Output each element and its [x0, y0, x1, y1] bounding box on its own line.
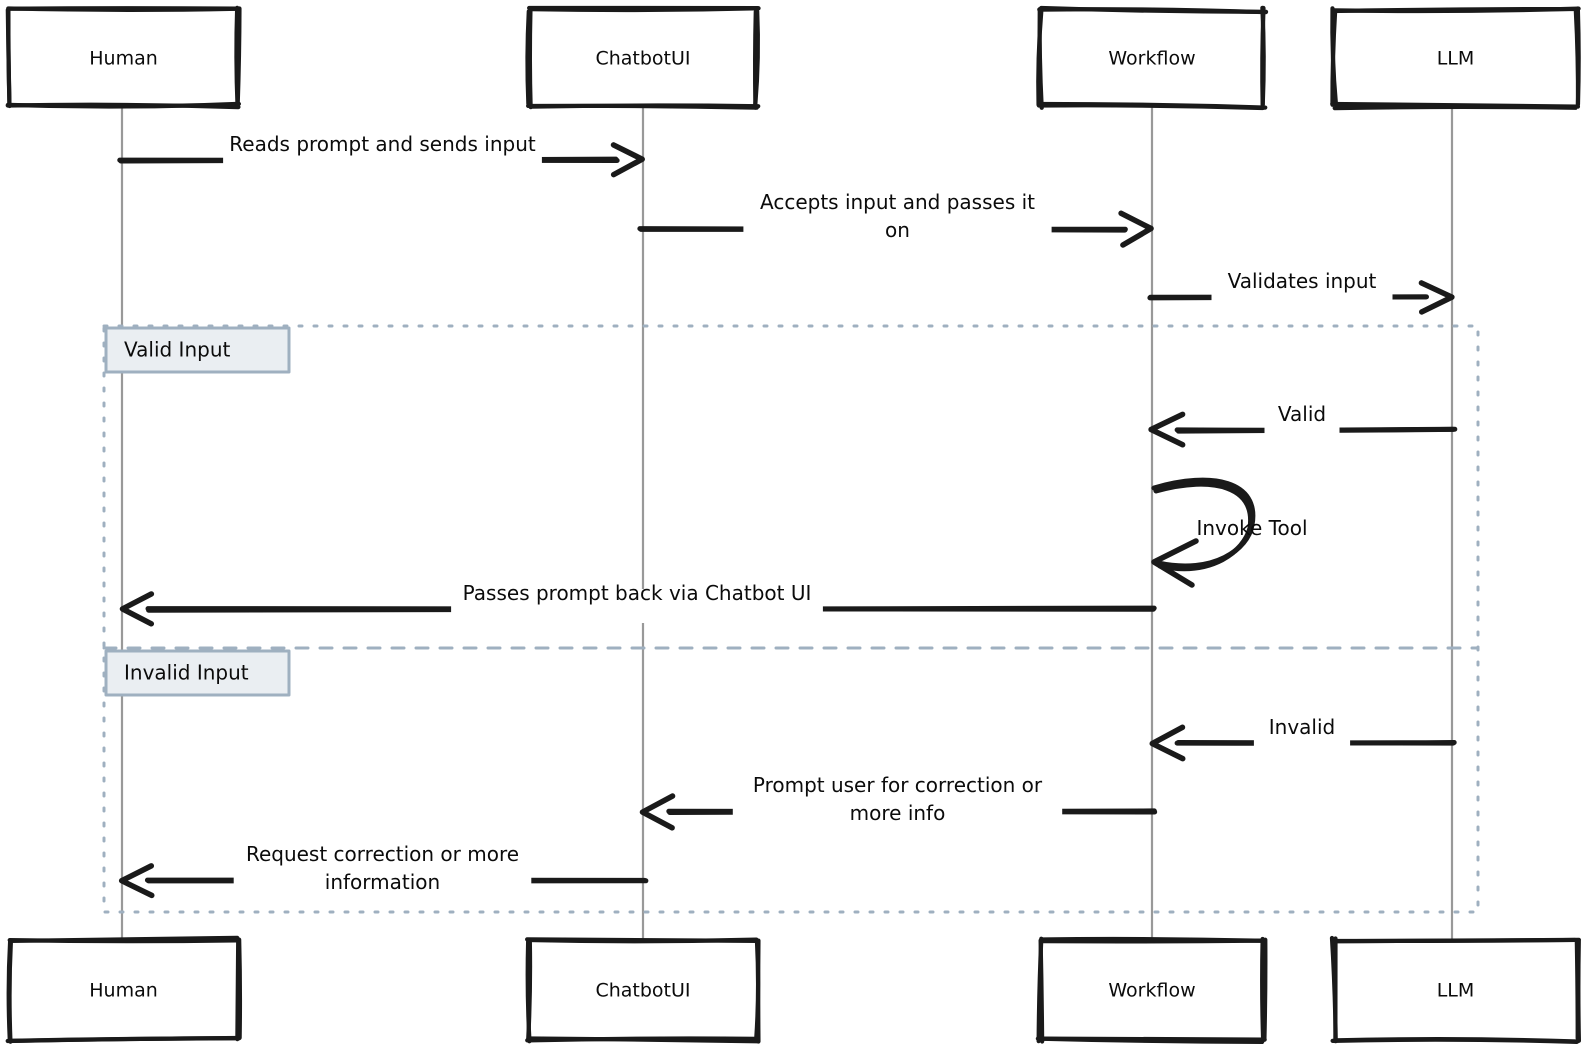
message-label: Reads prompt and sends input: [229, 132, 536, 156]
actor-label-workflow-bottom: Workflow: [1108, 980, 1195, 1002]
message-label-backdrop: [223, 140, 542, 174]
message-label: Invalid: [1269, 715, 1335, 739]
actor-label-chatbotui-top: ChatbotUI: [595, 48, 690, 70]
alt-branch-tag-invalid: Invalid Input: [104, 649, 291, 697]
actor-boxes-group: HumanHumanChatbotUIChatbotUIWorkflowWork…: [5, 5, 1581, 1045]
actor-label-llm-bottom: LLM: [1437, 980, 1475, 1002]
actor-label-chatbotui-bottom: ChatbotUI: [595, 980, 690, 1002]
actor-box-chatbotui-top[interactable]: ChatbotUI: [525, 5, 761, 110]
self-loop-line-pass2: [1153, 481, 1254, 572]
message-label-backdrop: [1253, 723, 1351, 757]
message-m6: Passes prompt back via Chatbot UI: [119, 581, 1157, 627]
message-m3: Validates input: [1147, 269, 1455, 315]
arrow-head: [1151, 538, 1199, 588]
actor-box-human-top[interactable]: Human: [5, 5, 242, 110]
actor-box-human-bottom[interactable]: Human: [5, 935, 243, 1044]
message-label: Invoke Tool: [1196, 516, 1307, 540]
message-m1: Reads prompt and sends input: [117, 132, 645, 178]
actor-label-human-top: Human: [89, 48, 158, 70]
actor-label-human-bottom: Human: [89, 980, 158, 1002]
alt-block-frame: [102, 324, 1480, 914]
message-label-backdrop: [233, 843, 532, 905]
arrow-head: [1149, 724, 1186, 762]
message-label-backdrop: [1211, 277, 1393, 311]
message-label-backdrop: [1264, 410, 1340, 444]
message-m7: Invalid: [1149, 715, 1457, 762]
message-label-backdrop: [732, 774, 1063, 836]
arrow-head: [639, 793, 676, 831]
lifelines-group: [120, 106, 1454, 940]
actor-label-workflow-top: Workflow: [1108, 48, 1195, 70]
actor-label-llm-top: LLM: [1437, 48, 1475, 70]
actor-box-chatbotui-bottom[interactable]: ChatbotUI: [525, 937, 761, 1044]
arrow-head: [118, 863, 155, 899]
message-label: Validates input: [1228, 269, 1377, 293]
arrow-head: [1118, 210, 1154, 248]
message-label-backdrop: [451, 589, 823, 623]
actor-box-workflow-bottom[interactable]: Workflow: [1035, 936, 1268, 1045]
message-label: Valid: [1278, 402, 1326, 426]
message-label: Passes prompt back via Chatbot UI: [463, 581, 812, 605]
alt-branch-label-invalid: Invalid Input: [124, 661, 249, 685]
arrow-head: [610, 142, 645, 178]
actor-box-llm-bottom[interactable]: LLM: [1329, 935, 1581, 1044]
alt-branch-label-valid: Valid Input: [124, 338, 230, 362]
arrow-head: [1148, 411, 1186, 448]
message-m4: Valid: [1148, 402, 1458, 448]
arrow-head: [1418, 280, 1455, 315]
message-m5: Invoke Tool: [1151, 477, 1308, 588]
alt-branch-tag-valid: Valid Input: [104, 326, 291, 374]
actor-box-workflow-top[interactable]: Workflow: [1036, 5, 1269, 111]
arrow-head: [119, 591, 155, 627]
actor-box-llm-top[interactable]: LLM: [1330, 6, 1581, 111]
message-label-backdrop: [743, 191, 1052, 253]
